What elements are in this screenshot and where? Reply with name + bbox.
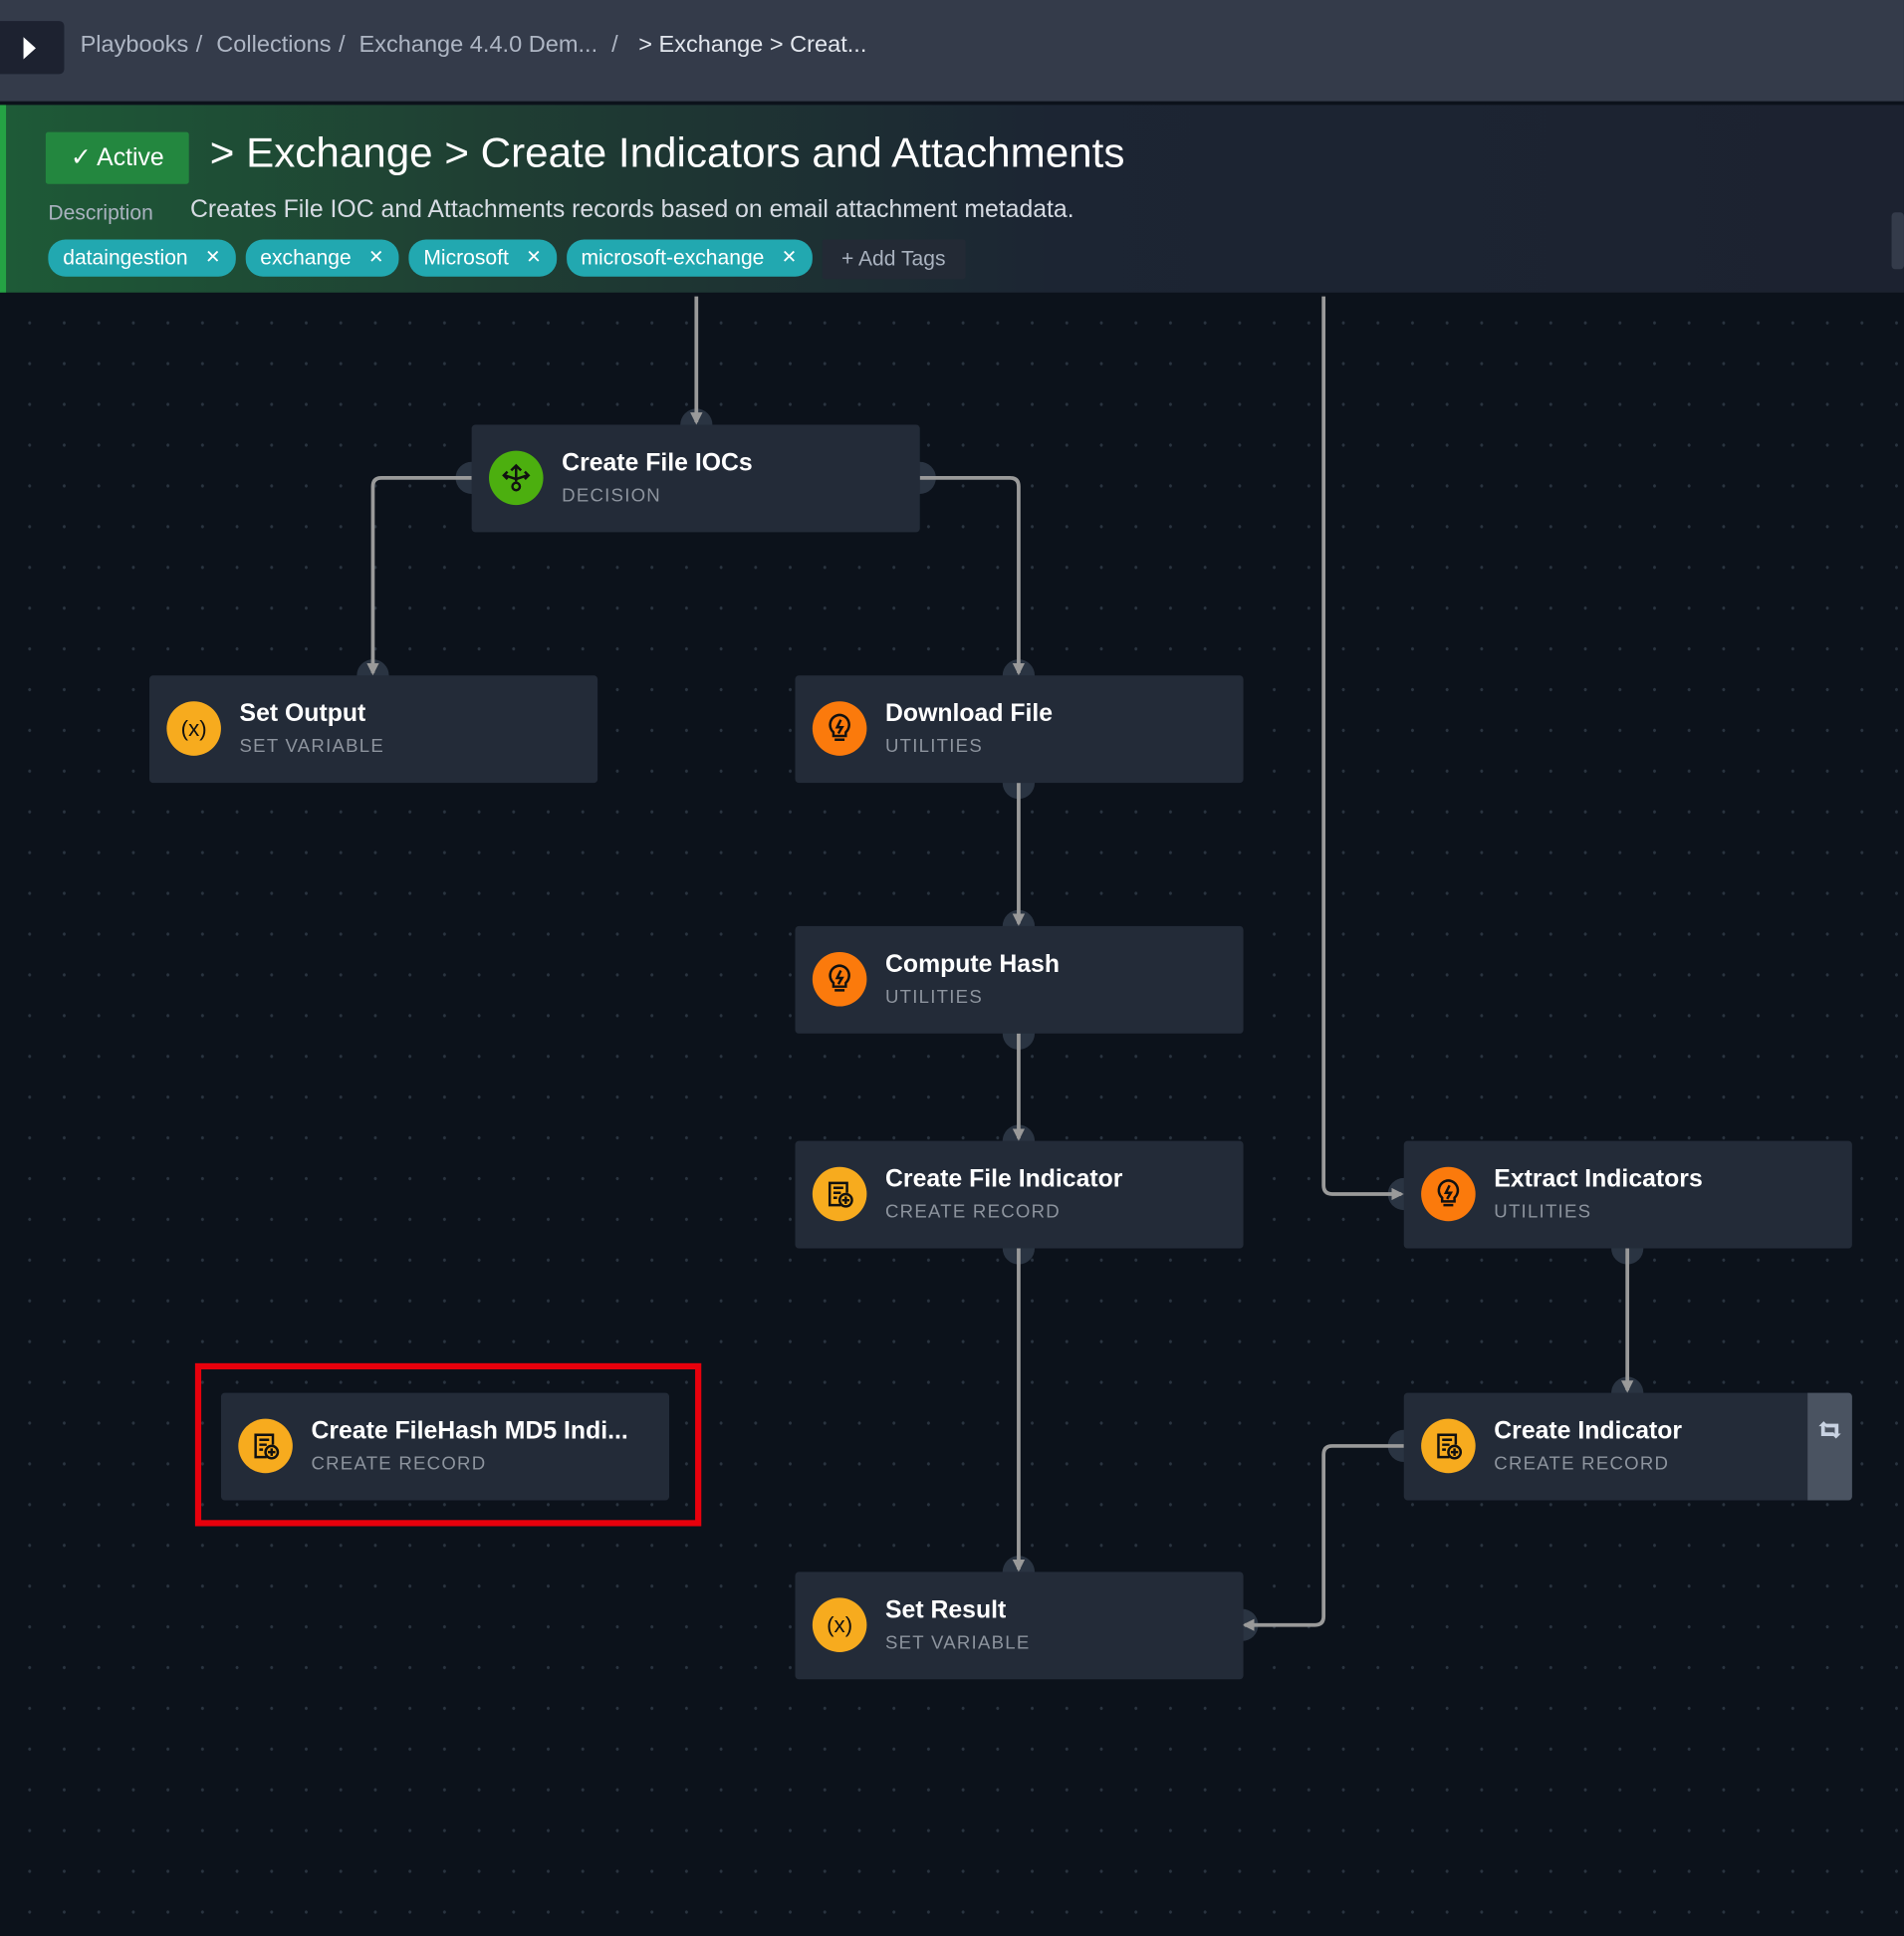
playbook-header: ✓ Active > Exchange > Create Indicators …	[0, 105, 1904, 293]
tag-label: dataingestion	[63, 245, 188, 270]
step-type: DECISION	[562, 485, 661, 507]
step-type: SET VARIABLE	[885, 1632, 1031, 1654]
sidebar-toggle-button[interactable]	[0, 21, 65, 75]
playbook-canvas[interactable]	[0, 292, 1904, 1936]
close-icon[interactable]: ✕	[204, 246, 221, 269]
breadcrumb-current: > Exchange > Creat...	[638, 32, 867, 59]
scrollbar[interactable]	[1891, 212, 1904, 270]
step-type: CREATE RECORD	[885, 1201, 1061, 1223]
step-type: CREATE RECORD	[311, 1453, 487, 1475]
tag-list: dataingestion ✕ exchange ✕ Microsoft ✕ micr…	[48, 239, 966, 280]
status-label: Active	[97, 144, 164, 172]
play-icon	[23, 37, 36, 60]
close-icon[interactable]: ✕	[781, 246, 798, 269]
variable-icon: (x)	[166, 701, 221, 756]
close-icon[interactable]: ✕	[368, 246, 384, 269]
description-label: Description	[48, 201, 153, 225]
tag: exchange ✕	[245, 239, 399, 277]
step-name: Compute Hash	[885, 950, 1060, 979]
top-bar: Playbooks/ Collections/ Exchange 4.4.0 D…	[0, 0, 1904, 102]
loop-icon	[1818, 1421, 1841, 1439]
lightbulb-icon	[812, 951, 867, 1007]
breadcrumb: Playbooks/ Collections/ Exchange 4.4.0 D…	[80, 32, 867, 59]
breadcrumb-collections[interactable]: Collections	[216, 32, 332, 59]
decision-icon	[489, 450, 544, 506]
step-name: Create FileHash MD5 Indi...	[311, 1417, 628, 1445]
tag-label: exchange	[260, 245, 352, 270]
step-create-filehash-md5-indicator[interactable]: Create FileHash MD5 Indi... CREATE RECOR…	[220, 1392, 670, 1501]
step-set-result[interactable]: (x) Set Result SET VARIABLE	[795, 1572, 1244, 1680]
step-name: Create File IOCs	[562, 449, 753, 477]
step-compute-hash[interactable]: Compute Hash UTILITIES	[795, 925, 1244, 1034]
create-record-icon	[812, 1166, 867, 1222]
loop-indicator[interactable]	[1807, 1392, 1852, 1501]
tag-label: microsoft-exchange	[581, 245, 765, 270]
tag: dataingestion ✕	[48, 239, 236, 277]
active-status-toggle[interactable]: ✓ Active	[45, 131, 189, 184]
step-name: Extract Indicators	[1494, 1165, 1703, 1193]
breadcrumb-collection[interactable]: Exchange 4.4.0 Dem...	[358, 32, 598, 59]
step-name: Download File	[885, 700, 1054, 728]
step-type: UTILITIES	[1494, 1201, 1592, 1223]
create-record-icon	[238, 1418, 293, 1474]
step-download-file[interactable]: Download File UTILITIES	[795, 675, 1244, 784]
lightbulb-icon	[1421, 1166, 1476, 1222]
highlight-box	[194, 1362, 702, 1527]
step-type: SET VARIABLE	[239, 735, 385, 758]
tag: microsoft-exchange ✕	[566, 239, 813, 277]
step-name: Set Output	[239, 700, 366, 728]
step-type: CREATE RECORD	[1494, 1453, 1670, 1475]
step-extract-indicators[interactable]: Extract Indicators UTILITIES	[1403, 1140, 1852, 1249]
breadcrumb-playbooks[interactable]: Playbooks	[80, 32, 189, 59]
step-type: UTILITIES	[885, 735, 983, 758]
create-record-icon	[1421, 1418, 1476, 1474]
step-create-file-indicator[interactable]: Create File Indicator CREATE RECORD	[795, 1140, 1244, 1249]
step-create-indicator[interactable]: Create Indicator CREATE RECORD	[1403, 1392, 1852, 1501]
variable-icon: (x)	[812, 1597, 867, 1652]
tag: Microsoft ✕	[408, 239, 557, 277]
tag-label: Microsoft	[423, 245, 509, 270]
step-name: Create Indicator	[1494, 1417, 1683, 1445]
lightbulb-icon	[812, 701, 867, 756]
close-icon[interactable]: ✕	[526, 246, 542, 269]
step-name: Create File Indicator	[885, 1165, 1123, 1193]
playbook-title[interactable]: > Exchange > Create Indicators and Attac…	[209, 129, 1125, 177]
step-create-file-iocs[interactable]: Create File IOCs DECISION	[471, 424, 920, 533]
add-tags-button[interactable]: + Add Tags	[822, 239, 966, 280]
check-icon: ✓	[70, 144, 98, 172]
step-set-output[interactable]: (x) Set Output SET VARIABLE	[149, 675, 598, 784]
step-name: Set Result	[885, 1596, 1007, 1624]
step-type: UTILITIES	[885, 986, 983, 1008]
description-text[interactable]: Creates File IOC and Attachments records…	[189, 196, 1074, 224]
